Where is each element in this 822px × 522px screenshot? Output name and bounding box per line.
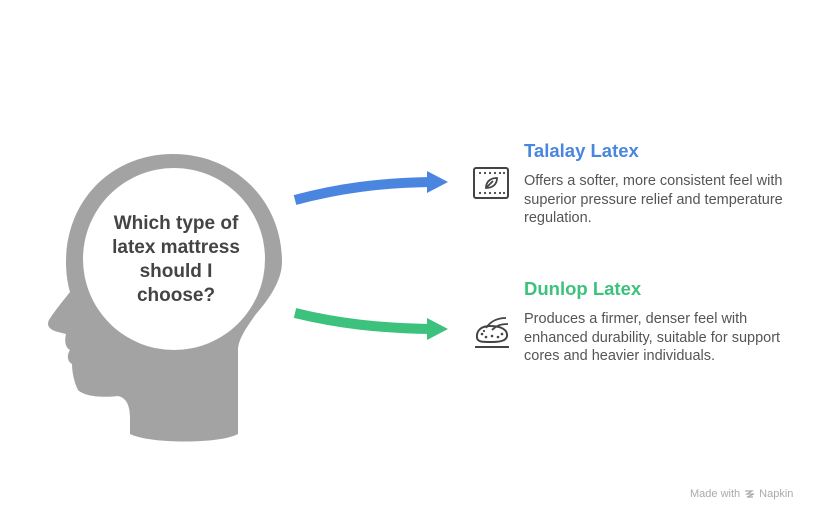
option-description: Offers a softer, more consistent feel wi… — [524, 173, 783, 226]
question-line-2: latex mattress — [112, 237, 240, 258]
central-question: Which type of latex mattress should I ch… — [96, 212, 256, 308]
head-thought-circle — [83, 168, 265, 350]
question-line-3: should I — [139, 261, 213, 282]
option-title: Talalay Latex — [524, 140, 639, 161]
question-line-1: Which type of — [113, 213, 239, 234]
option-title: Dunlop Latex — [524, 278, 642, 299]
option-talalay: Talalay Latex Offers a softer, more cons… — [524, 140, 784, 228]
arrow-to-talalay-head — [427, 171, 448, 193]
napkin-logo-icon — [744, 489, 755, 498]
hand-pressing-foam-icon — [475, 317, 509, 348]
option-description: Produces a firmer, denser feel with enha… — [524, 311, 781, 364]
arrow-to-dunlop — [293, 308, 431, 334]
napkin-brand: Napkin — [759, 488, 794, 500]
option-dunlop: Dunlop Latex Produces a firmer, denser f… — [524, 278, 784, 366]
leaf-in-frame-icon — [473, 167, 509, 199]
question-line-4: choose? — [136, 285, 216, 306]
made-with-label: Made with — [690, 488, 741, 500]
arrow-to-talalay — [293, 177, 431, 205]
made-with-napkin[interactable]: Made with Napkin — [690, 488, 793, 500]
arrow-to-dunlop-head — [427, 318, 448, 340]
